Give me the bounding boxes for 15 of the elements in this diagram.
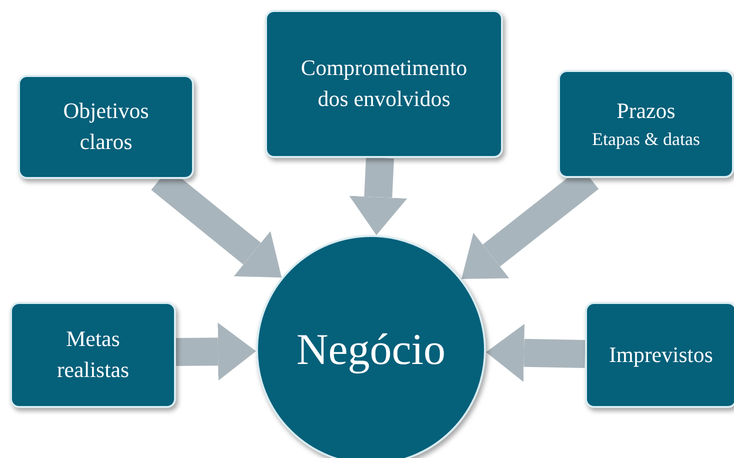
node-text: Metas realistas	[56, 325, 130, 384]
topic-box	[265, 10, 503, 158]
arrow	[486, 324, 586, 382]
node-text: Objetivos claros	[62, 97, 150, 156]
arrow	[176, 322, 256, 381]
topic-box	[18, 75, 194, 179]
topic-box	[10, 302, 176, 408]
node-text: Comprometimento dos envolvidos	[300, 54, 468, 113]
topic-box	[585, 302, 734, 408]
arrow	[349, 157, 408, 236]
node-text: Imprevistos	[609, 340, 713, 369]
node-text: Etapas & datas	[592, 128, 700, 151]
node-text: Negócio	[296, 324, 446, 376]
node-text: Prazos	[616, 97, 676, 125]
topic-box	[558, 70, 734, 178]
